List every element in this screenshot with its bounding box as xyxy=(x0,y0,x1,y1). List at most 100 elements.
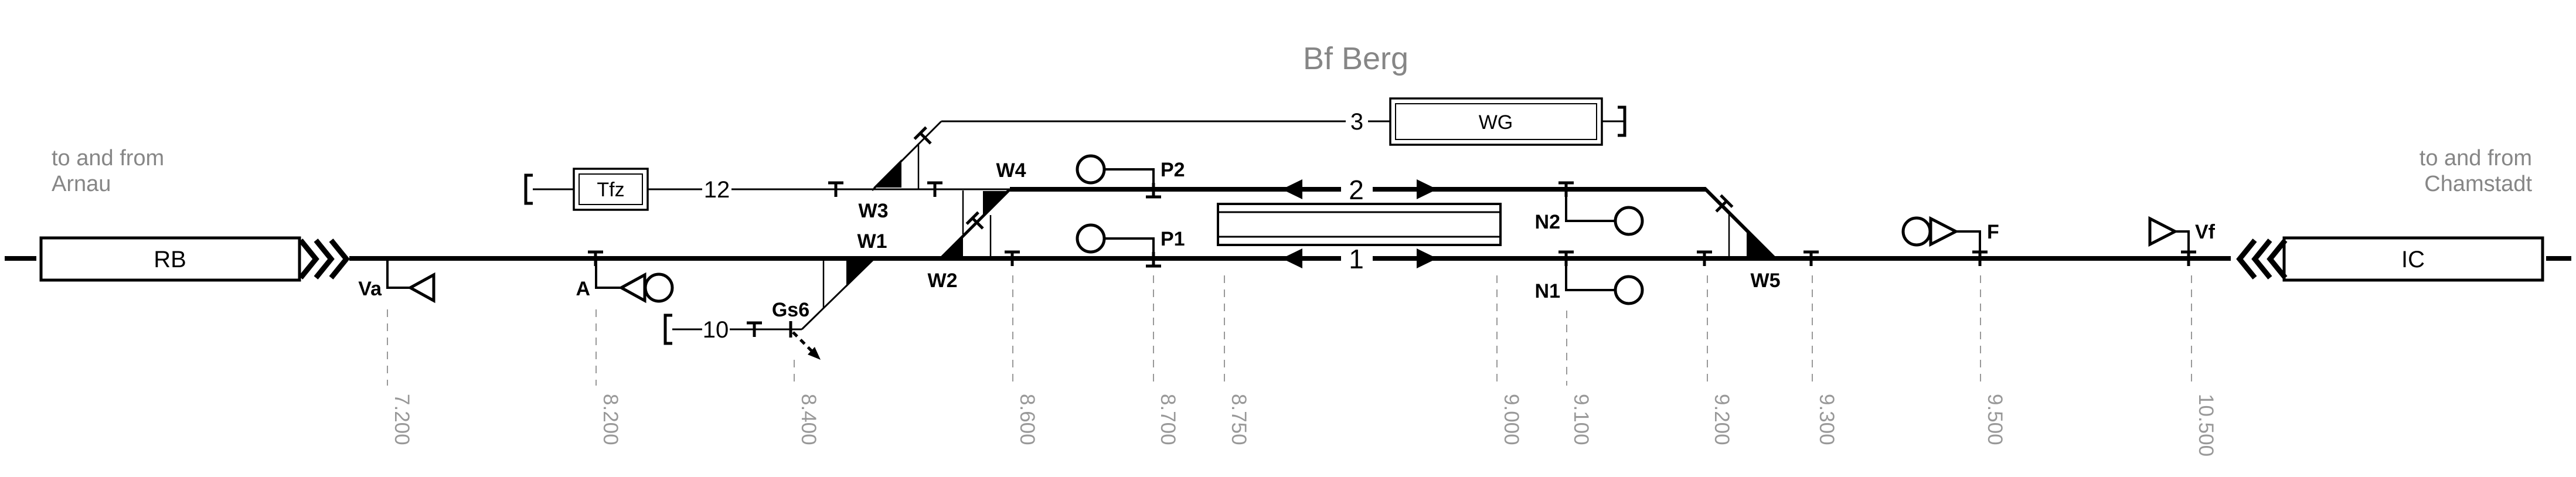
track-10-bufferstop xyxy=(663,314,672,345)
joint-marker xyxy=(828,181,843,197)
arrow-right-track2 xyxy=(1417,179,1437,199)
arrow-right-track1 xyxy=(1417,248,1437,268)
joint-marker xyxy=(747,321,762,337)
joint-marker xyxy=(1803,250,1819,266)
note-arnau-line1: to and from xyxy=(52,146,164,171)
signal-vf-mast xyxy=(2175,230,2190,258)
switch-w2-wedge xyxy=(941,234,963,257)
signal-p2-label: P2 xyxy=(1161,159,1185,181)
switch-w2-label: W2 xyxy=(928,270,958,292)
signal-vf-triangle xyxy=(2148,216,2179,247)
joint-marker-diagonal-group xyxy=(913,126,1734,230)
signal-p2: P2 xyxy=(1076,154,1185,189)
switch-w5-wedge xyxy=(1747,229,1775,257)
signal-a-triangle xyxy=(618,272,646,304)
signal-a-mast xyxy=(595,258,621,289)
track-1-label-gap xyxy=(1341,247,1373,270)
signal-va: Va xyxy=(358,258,435,304)
signal-f-mast xyxy=(1956,230,1981,258)
switch-w1-wedge xyxy=(846,260,873,287)
signal-n1: N1 xyxy=(1535,258,1644,305)
signal-n2: N2 xyxy=(1535,189,1644,236)
platform-outline xyxy=(1217,203,1502,246)
arrow-left-track2 xyxy=(1282,179,1302,199)
switch-w5-label: W5 xyxy=(1751,270,1781,292)
train-ic-chevrons xyxy=(2236,238,2288,280)
signal-n1-label: N1 xyxy=(1535,280,1560,302)
km-label: 9.500 xyxy=(1983,394,2006,445)
signal-va-mast xyxy=(386,258,410,289)
switch-w3-label: W3 xyxy=(859,200,889,222)
tfz-label: Tfz xyxy=(597,179,624,201)
joint-marker xyxy=(1697,250,1712,266)
signals: Va A P2 P1 N2 N1 xyxy=(358,154,2216,305)
km-label: 9.200 xyxy=(1710,394,1733,445)
note-arnau: to and from Arnau xyxy=(52,146,164,196)
joint-marker xyxy=(927,181,942,197)
derail-gs6-arrowhead xyxy=(808,347,821,360)
joint-marker-diagonal xyxy=(913,126,932,145)
note-chamstadt-line1: to and from xyxy=(2420,146,2532,171)
train-rb-box xyxy=(39,236,301,282)
switch-w4-wedge xyxy=(983,191,1010,218)
arrow-left-track1 xyxy=(1282,248,1302,268)
joint-marker-diagonal xyxy=(1715,194,1734,213)
signal-p1-mast xyxy=(1104,237,1155,258)
derail-gs6-label: Gs6 xyxy=(772,299,809,321)
diagram-title: Bf Berg xyxy=(1303,41,1408,76)
note-chamstadt: to and from Chamstadt xyxy=(2420,146,2533,196)
track-number-labels: 2 1 3 12 10 xyxy=(703,109,1373,343)
signal-va-label: Va xyxy=(358,278,382,300)
switch-w1-label: W1 xyxy=(857,230,887,253)
signal-n2-circle xyxy=(1614,206,1644,236)
track-10-label: 10 xyxy=(703,317,729,343)
wg-label: WG xyxy=(1479,111,1513,134)
track-2-label: 2 xyxy=(1349,175,1364,205)
train-rb-chevrons xyxy=(298,238,350,280)
track-3-label: 3 xyxy=(1350,109,1363,135)
note-arnau-line2: Arnau xyxy=(52,172,111,196)
platform xyxy=(1217,203,1502,246)
signal-a-circle xyxy=(644,272,674,303)
signal-a: A xyxy=(576,258,674,304)
track-3-bufferstop xyxy=(1618,105,1626,137)
km-label: 10.500 xyxy=(2194,394,2217,456)
km-label: 8.750 xyxy=(1227,394,1250,445)
signal-n1-circle xyxy=(1614,275,1644,305)
signal-p1-label: P1 xyxy=(1161,228,1185,250)
signal-n2-label: N2 xyxy=(1535,211,1560,233)
km-grid xyxy=(387,275,2192,386)
joint-marker-diagonal xyxy=(965,211,984,230)
tfz-box-inner xyxy=(579,173,643,205)
switch-labels: W3 W1 W2 W4 W5 xyxy=(857,159,1781,292)
signal-n2-mast xyxy=(1565,189,1615,222)
km-labels: 7.200 8.200 8.400 8.600 8.700 8.750 9.00… xyxy=(390,394,2217,456)
note-chamstadt-line2: Chamstadt xyxy=(2424,172,2532,196)
signal-p1-circle xyxy=(1076,223,1106,254)
signal-f: F xyxy=(1901,216,1999,258)
signal-a-label: A xyxy=(576,278,590,300)
signal-f-label: F xyxy=(1987,221,1999,243)
signal-va-triangle xyxy=(407,272,435,304)
switch-w4-label: W4 xyxy=(996,159,1026,182)
train-ic-box xyxy=(2282,236,2544,282)
signal-vf: Vf xyxy=(2148,216,2216,258)
wg-box-outer xyxy=(1389,97,1603,146)
km-label: 9.300 xyxy=(1815,394,1838,445)
derail-gs6-arrow-shaft xyxy=(792,331,813,352)
km-label: 8.200 xyxy=(599,394,622,445)
track-12-bufferstop xyxy=(524,173,533,205)
train-rb-label: RB xyxy=(154,247,186,272)
signal-vf-label: Vf xyxy=(2195,221,2216,243)
tfz-box-outer xyxy=(573,168,649,211)
km-label: 8.400 xyxy=(797,394,820,445)
tfz-facility: Tfz xyxy=(573,168,649,211)
signal-n1-mast xyxy=(1565,258,1615,291)
signal-p2-circle xyxy=(1076,154,1106,185)
km-label: 8.700 xyxy=(1156,394,1179,445)
train-ic-label: IC xyxy=(2401,247,2425,272)
train-rb: RB xyxy=(36,236,350,282)
signal-p1: P1 xyxy=(1076,223,1185,258)
